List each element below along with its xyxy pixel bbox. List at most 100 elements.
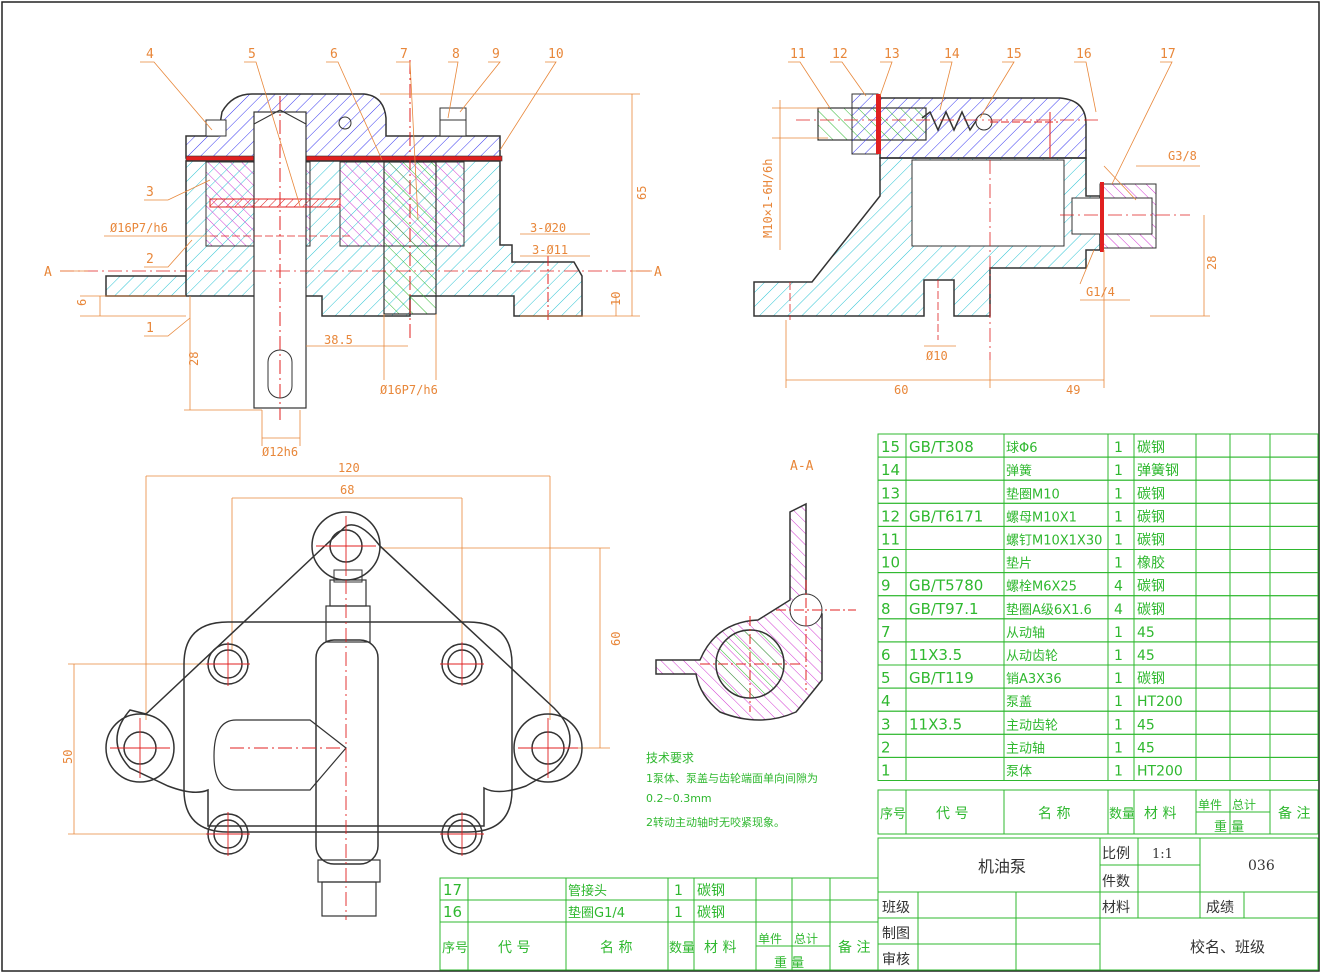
dim-120: 120 — [338, 461, 360, 475]
bom-code: 11X3.5 — [909, 715, 962, 733]
bom-name: 球Φ6 — [1006, 441, 1038, 456]
bom-qty: 1 — [1114, 740, 1123, 756]
bom-material: 橡胶 — [1137, 555, 1165, 572]
balloon-7: 7 — [400, 47, 408, 62]
dim-10: 10 — [609, 292, 623, 306]
bom-header-weight: 重 量 — [1214, 819, 1244, 835]
balloon-8: 8 — [452, 47, 460, 62]
bom-name: 泵盖 — [1006, 695, 1032, 710]
bom-header-no: 序号 — [880, 807, 906, 822]
bom-material: 碳钢 — [1137, 509, 1165, 525]
bom-material: 碳钢 — [1137, 486, 1165, 502]
balloon-17: 17 — [1160, 47, 1176, 62]
bom-lower-header-note: 备 注 — [838, 939, 870, 956]
callout-1: 1 — [146, 321, 154, 336]
bom-name: 螺钉M10X1X30 — [1006, 534, 1102, 549]
dim-60-b: 60 — [609, 632, 623, 646]
bom-no: 10 — [881, 554, 900, 572]
bom-no: 12 — [881, 507, 900, 525]
bom-code: GB/T308 — [909, 438, 974, 456]
bom-qty: 1 — [1114, 625, 1123, 641]
bom-no: 14 — [881, 461, 900, 479]
bom-qty: 1 — [1114, 509, 1123, 525]
front-section-view: 4 5 6 7 8 9 10 3 2 1 Ø16P7/h6 Ø16P7/h6 Ø… — [44, 47, 662, 459]
bom-qty: 1 — [1114, 764, 1123, 780]
bom-no: 5 — [881, 669, 891, 687]
material-label: 材料 — [1102, 900, 1130, 916]
bom-qty: 4 — [1114, 602, 1123, 618]
bom-qty: 1 — [1114, 648, 1123, 664]
bom-material: 碳钢 — [1137, 579, 1165, 595]
section-mark-a-right: A — [654, 265, 662, 280]
bom-qty: 1 — [1114, 463, 1123, 479]
bom-lower-material: 碳钢 — [697, 883, 725, 899]
bom-row — [877, 687, 1319, 712]
drawing-number: 036 — [1248, 858, 1275, 874]
bom-no: 4 — [881, 692, 891, 710]
dim-28-b: 28 — [1205, 256, 1219, 270]
bom-no: 1 — [881, 762, 891, 780]
bom-material: 碳钢 — [1137, 533, 1165, 549]
dim-shaft12: Ø12h6 — [262, 445, 298, 459]
bom-name: 螺母M10X1 — [1006, 510, 1077, 525]
bom-name: 销A3X36 — [1006, 672, 1062, 687]
bom-code: GB/T97.1 — [909, 600, 979, 618]
tech-line-2: 0.2~0.3mm — [646, 792, 712, 805]
bom-material: 碳钢 — [1137, 602, 1165, 618]
tech-title: 技术要求 — [646, 751, 694, 765]
dim-fit16-a: Ø16P7/h6 — [110, 221, 168, 235]
bom-lower-name: 垫圈G1/4 — [568, 905, 625, 921]
bom-no: 11 — [881, 531, 900, 549]
bom-name: 从动轴 — [1006, 626, 1045, 641]
side-section-view: 11 12 13 14 15 16 17 M10×1-6H/6h G3/8 G1… — [753, 47, 1219, 397]
bom-row — [877, 479, 1319, 504]
balloon-15: 15 — [1006, 47, 1022, 62]
bom-qty: 1 — [1114, 694, 1123, 710]
bom-code: GB/T6171 — [909, 507, 983, 525]
bom-qty: 1 — [1114, 717, 1123, 733]
tech-line-3: 2转动主动轴时无咬紧现象。 — [646, 815, 785, 829]
bom-name: 垫片 — [1006, 556, 1032, 572]
bom-material: 45 — [1137, 717, 1155, 733]
dim-65: 65 — [635, 186, 649, 200]
bom-name: 螺栓M6X25 — [1006, 580, 1077, 595]
bom-qty: 1 — [1114, 556, 1123, 572]
bom-material: 45 — [1137, 740, 1155, 756]
bom-name: 主动轴 — [1006, 741, 1045, 756]
drawn-label: 制图 — [882, 926, 910, 942]
bom-qty: 1 — [1114, 486, 1123, 502]
dim-50: 50 — [61, 750, 75, 764]
balloon-5: 5 — [248, 47, 256, 62]
bom-material: 45 — [1137, 648, 1155, 664]
bom-material: HT200 — [1137, 764, 1183, 780]
technical-requirements: 技术要求 1泵体、泵盖与齿轮端面单向间隙为 0.2~0.3mm 2转动主动轴时无… — [646, 751, 818, 829]
bom-header — [877, 789, 1319, 835]
bom-header-total: 总计 — [1232, 798, 1256, 812]
bom-row — [877, 733, 1319, 758]
dim-38-5: 38.5 — [324, 333, 353, 347]
top-view: 120 68 60 50 — [61, 461, 623, 920]
bom-no: 8 — [881, 600, 891, 618]
balloon-16: 16 — [1076, 47, 1092, 62]
bom-qty: 1 — [1114, 440, 1123, 456]
bom-lower-qty: 1 — [674, 883, 683, 899]
dim-phi10: Ø10 — [926, 349, 948, 363]
bom-material: 碳钢 — [1137, 671, 1165, 687]
boss-right — [513, 713, 583, 783]
section-a-a: A-A — [655, 459, 856, 721]
bom-lower-header-unit: 单件 — [758, 932, 782, 946]
bom-no: 9 — [881, 577, 891, 595]
balloon-13: 13 — [884, 47, 900, 62]
dim-g38: G3/8 — [1168, 149, 1197, 163]
bom-lower-no: 17 — [443, 881, 462, 899]
section-mark-a-left: A — [44, 265, 52, 280]
bom-qty: 4 — [1114, 579, 1123, 595]
bom-lower-no: 16 — [443, 903, 462, 921]
bom-no: 6 — [881, 646, 891, 664]
school-class: 校名、班级 — [1190, 938, 1265, 956]
bom-lower-header-no: 序号 — [442, 941, 468, 956]
product-name: 机油泵 — [978, 857, 1026, 876]
dim-3-phi11: 3-Ø11 — [532, 243, 568, 257]
